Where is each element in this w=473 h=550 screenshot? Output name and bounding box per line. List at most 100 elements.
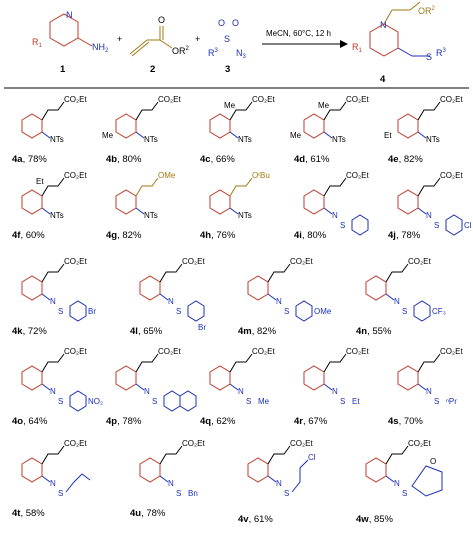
product-s: S [426,52,432,62]
compound-yield: , 58% [20,508,45,519]
aryl-substituent: Br [88,307,96,316]
vinyl-chain [159,445,183,465]
ring-substituent-6: Me [318,101,330,110]
compound-yield: , 78% [141,508,166,519]
vinyl-chain [229,353,253,373]
vinyl-chain [267,263,291,283]
imine-bond [41,207,51,215]
compound-id: 4e [388,154,399,165]
ester-group: OMe [158,171,176,180]
r1-label: R1 [32,37,43,49]
compound-yield: , 65% [138,326,163,337]
compound-yield: , 80% [302,230,327,241]
product-or2: OR2 [418,6,436,16]
sulfonyl-s: S [284,307,289,316]
pyridine-ring [21,365,43,391]
imine-bond [135,207,145,215]
compound-id: 4k [12,326,23,337]
ester-group: CO₂Et [440,171,463,180]
imine-bond [229,383,239,391]
imine-n: N [50,387,56,396]
compound-yield: , 78% [396,230,421,241]
compound-yield: , 82% [117,230,142,241]
ester-group: CO₂Et [346,95,369,104]
imine-bond [159,475,169,483]
compound-yield: , 62% [211,416,236,427]
header-scheme: R1 N NH2 1 + O OR2 2 + S O O R3 N3 3 [4,1,469,89]
imine-bond [229,207,239,215]
sulfonyl-s: S [402,489,407,498]
imine-bond [267,475,277,483]
aryl-ring [69,300,87,322]
compound-caption: 4j, 78% [388,230,421,241]
pyridine-ring [21,457,43,483]
compound-caption: 4v, 61% [238,514,273,525]
ester-group: CO₂Et [64,171,87,180]
vinyl-chain [159,263,183,283]
ring-substituent-6: Et [36,177,44,186]
sulfonyl-s: S [58,489,63,498]
compound-yield: , 78% [23,154,48,165]
pyridine-ring [397,189,419,215]
ester-group: CO₂Et [290,439,313,448]
pyridine-ring [21,113,43,139]
ester-group: CO₂Et [440,347,463,356]
o1-3: O [218,18,225,28]
ester-group: CO₂Et [290,257,313,266]
pyridine-n: N [66,10,73,20]
imine-bond [417,383,427,391]
plus-1: + [117,34,122,44]
aryl-ring [445,214,463,236]
pyridine-ring [209,365,231,391]
compound-yield: , 76% [211,230,236,241]
imine-n: N [168,479,174,488]
sulfonyl-s: S [152,397,157,406]
vinyl-chain [41,177,65,197]
compound-caption: 4c, 66% [200,154,235,165]
imine-n: N [50,297,56,306]
pyridine-ring [303,365,325,391]
ester-group: CO₂Et [346,171,369,180]
aryl-substituent: Br [198,323,206,332]
compound-yield: , 85% [369,514,394,525]
aryl-ring [69,390,87,412]
pyridine-ring [397,365,419,391]
ester-group: CO₂Et [440,95,463,104]
ester-group: CO₂Et [182,439,205,448]
nts-group: NTs [50,211,64,220]
imine-bond [41,131,51,139]
compound-yield: , 60% [20,230,45,241]
imine-bond [41,475,51,483]
compound-id: 4b [106,154,117,165]
o2-3: O [232,18,239,28]
compound-id: 4w [356,514,369,525]
compound-caption: 4o, 64% [12,416,48,427]
ester-group: CO₂Et [64,347,87,356]
compound-id: 4u [130,508,141,519]
compound-id: 4n [356,326,367,337]
imine-bond [323,383,333,391]
vinyl-chain [323,177,347,197]
plus-2: + [195,34,200,44]
sulfonyl-s: S [176,307,181,316]
compound-caption: 4p, 78% [106,416,142,427]
compound-id: 4v [238,514,249,525]
compound-caption: 4u, 78% [130,508,166,519]
compound-id: 4o [12,416,23,427]
compound-caption: 4a, 78% [12,154,47,165]
vinyl-chain [135,101,159,121]
compound-caption: 4k, 72% [12,326,47,337]
compound-yield: , 61% [305,154,330,165]
imine-bond [135,131,145,139]
compound-yield: , 80% [117,154,142,165]
imine-n: N [394,479,400,488]
vinyl-chain [417,101,441,121]
vinyl-chain [417,177,441,197]
